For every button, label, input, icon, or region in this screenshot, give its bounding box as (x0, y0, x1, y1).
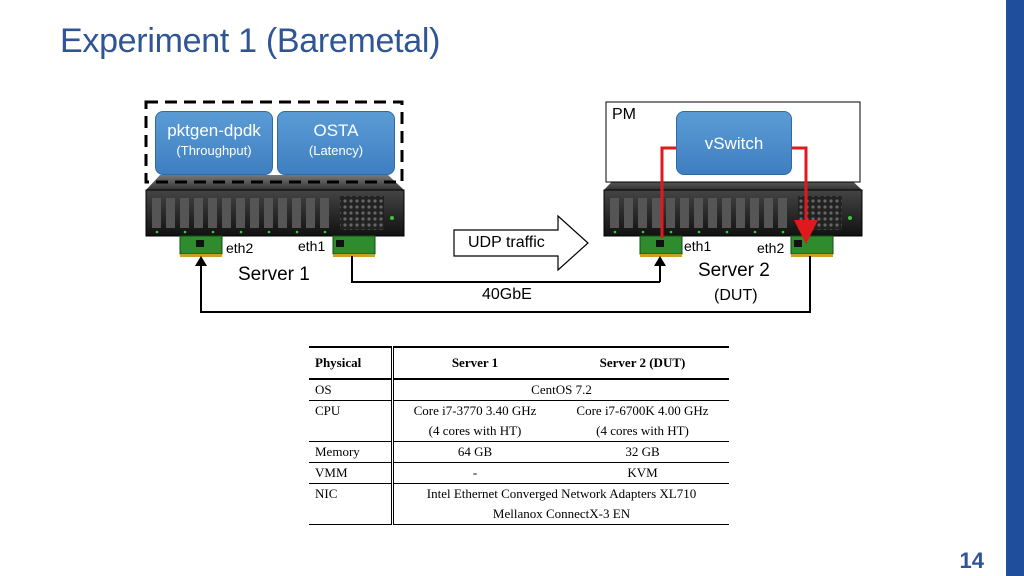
row-label (309, 504, 394, 525)
right-accent-bar (1006, 0, 1024, 576)
row-value: Intel Ethernet Converged Network Adapter… (392, 483, 729, 504)
server1-chassis (145, 175, 405, 237)
row-value: - (392, 462, 556, 484)
pktgen-dpdk-sub: (Throughput) (176, 143, 252, 158)
pm-label: PM (612, 106, 636, 123)
row-value: CentOS 7.2 (392, 378, 729, 401)
row-label (309, 421, 394, 442)
header-server2: Server 2 (DUT) (556, 346, 729, 380)
table-row: Memory 64 GB 32 GB (309, 441, 729, 463)
server1-eth1-label: eth1 (298, 238, 326, 254)
cable-return (195, 256, 811, 313)
table-row: OS CentOS 7.2 (309, 378, 729, 401)
server1-eth2-label: eth2 (226, 240, 254, 256)
table-row: VMM - KVM (309, 462, 729, 484)
spec-table: Physical Server 1 Server 2 (DUT) OS Cent… (309, 346, 729, 532)
header-physical: Physical (309, 346, 394, 380)
osta-sub: (Latency) (308, 143, 364, 158)
udp-traffic-arrow (453, 214, 589, 272)
pktgen-dpdk-box: pktgen-dpdk (Throughput) (155, 111, 273, 175)
server2-nic-eth1 (639, 235, 683, 257)
row-label: NIC (309, 483, 394, 504)
table-row: NIC Intel Ethernet Converged Network Ada… (309, 483, 729, 504)
row-value: Mellanox ConnectX-3 EN (392, 504, 729, 525)
row-value: KVM (556, 462, 729, 484)
row-value: Core i7-3770 3.40 GHz (392, 400, 556, 421)
row-label: Memory (309, 441, 394, 463)
row-value: (4 cores with HT) (428, 423, 522, 438)
server1-nic-eth1 (332, 235, 376, 257)
server1-name: Server 1 (238, 264, 310, 285)
vswitch-box: vSwitch (676, 111, 792, 175)
server2-eth2-label: eth2 (757, 240, 785, 256)
pktgen-dpdk-label: pktgen-dpdk (167, 121, 261, 140)
header-server1: Server 1 (392, 346, 556, 380)
udp-traffic-label: UDP traffic (468, 234, 545, 251)
slide-title: Experiment 1 (Baremetal) (60, 22, 441, 60)
row-value: 32 GB (556, 441, 729, 463)
server1-dashed-box (144, 100, 404, 184)
cable-40gbe (351, 256, 666, 283)
server2-chassis (603, 175, 863, 237)
page-number: 14 (959, 548, 984, 573)
server1-nic-eth2 (179, 235, 223, 257)
diagram-graphics (144, 100, 863, 313)
row-value: 64 GB (392, 441, 556, 463)
osta-label: OSTA (313, 121, 359, 140)
table-row: Mellanox ConnectX-3 EN (309, 504, 729, 525)
vswitch-red-paths (660, 146, 818, 244)
row-label: CPU (309, 400, 394, 421)
server2-sub: (DUT) (714, 287, 758, 304)
table-row: CPU Core i7-3770 3.40 GHz Core i7-6700K … (309, 400, 729, 421)
osta-box: OSTA (Latency) (277, 111, 395, 175)
server2-nic-eth2 (790, 235, 834, 257)
server2-eth1-label: eth1 (684, 238, 712, 254)
row-label: OS (309, 378, 394, 401)
link-40gbe-label: 40GbE (482, 286, 532, 303)
network-diagram: pktgen-dpdk (Throughput) OSTA (Latency) … (144, 100, 863, 313)
vswitch-label: vSwitch (704, 134, 764, 153)
server2-name: Server 2 (698, 260, 770, 281)
row-value: Core i7-6700K 4.00 GHz (556, 400, 729, 421)
table-row: (4 cores with HT) (4 cores with HT) (309, 421, 729, 442)
row-label: VMM (309, 462, 394, 484)
row-value: (4 cores with HT) (596, 423, 689, 438)
